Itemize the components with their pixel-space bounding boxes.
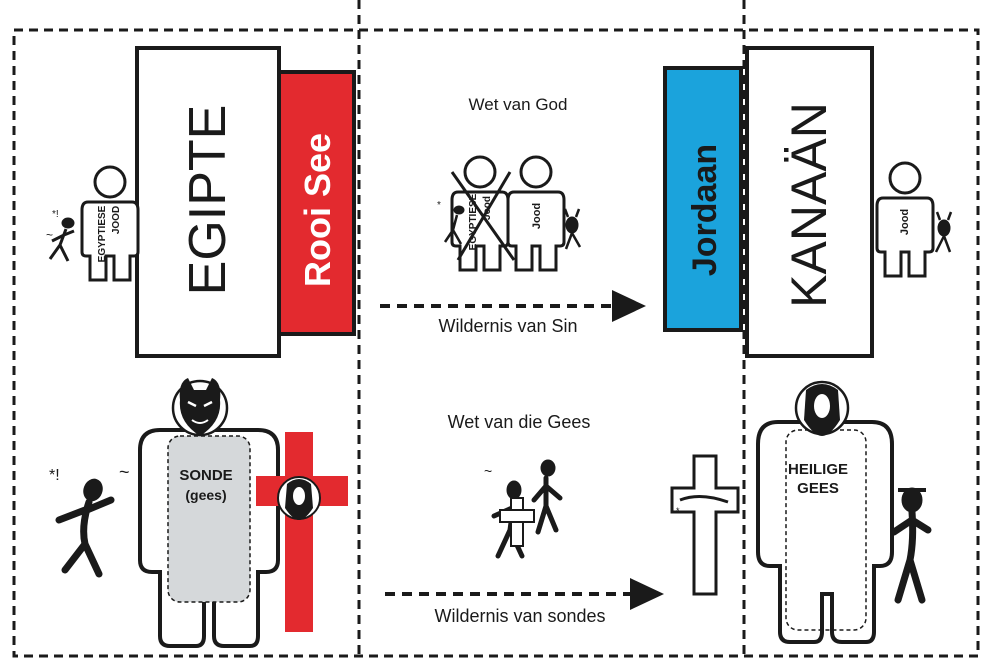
stick-figure-icon: *! ~: [46, 209, 75, 262]
svg-text:*: *: [437, 200, 441, 211]
rooi-see-label: Rooi See: [297, 133, 338, 287]
gees-label: (gees): [185, 487, 226, 503]
egyptiese-jood-figure: EGYPTIESE JOOD: [80, 165, 140, 282]
svg-text:*!: *!: [49, 467, 60, 484]
devil-face-icon: [171, 378, 229, 437]
stick-figure-icon: [531, 459, 563, 535]
egipte-block: EGIPTE: [135, 46, 281, 358]
heilige-gees-figure: HEILIGE GEES: [756, 420, 894, 644]
cross-out-line-2: [456, 171, 512, 261]
arrow-wildernis-van-sin: [380, 290, 646, 322]
jesus-portrait-icon: [794, 380, 850, 436]
jood-middle-label: Jood: [531, 203, 543, 229]
jood-right-figure: Jood: [875, 161, 935, 278]
devil-small-icon: [563, 208, 582, 250]
svg-text:~: ~: [119, 462, 130, 482]
stick-figure-icon: [890, 487, 932, 604]
wet-van-god-label: Wet van God: [469, 95, 568, 114]
region-borders: [12, 0, 980, 658]
jood-right-label: Jood: [899, 209, 911, 235]
small-cross-icon: [499, 497, 535, 547]
rooi-see-block: Rooi See: [277, 70, 356, 336]
svg-text:*: *: [676, 506, 680, 516]
kanaan-block: KANAÄN: [745, 46, 874, 358]
svg-text:~: ~: [46, 228, 53, 242]
jesus-portrait-icon: [277, 476, 321, 520]
egyptiese-label: EGYPTIESE: [97, 205, 108, 262]
egyptiese-crossed-figure: EGYPTIESE Jood: [450, 155, 516, 272]
stick-figure-icon: *! ☆ ~: [49, 447, 130, 578]
svg-text:*!: *!: [52, 209, 59, 220]
heilige-label: HEILIGE: [788, 461, 848, 478]
sonde-figure: SONDE (gees): [138, 428, 280, 648]
heilige-gees-label: GEES: [797, 480, 839, 497]
wildernis-van-sondes-label: Wildernis van sondes: [434, 606, 605, 626]
outline-cross-icon: *: [670, 454, 740, 596]
stick-figure-icon: *: [437, 200, 465, 245]
devil-small-icon: [934, 211, 953, 253]
jood-middle-figure: Jood: [506, 155, 566, 272]
egipte-label: EGIPTE: [179, 105, 237, 296]
jordaan-label: Jordaan: [686, 144, 724, 276]
kanaan-label: KANAÄN: [781, 102, 837, 308]
sonde-label: SONDE: [179, 467, 232, 484]
jordaan-block: Jordaan: [663, 66, 743, 332]
wet-van-die-gees-label: Wet van die Gees: [448, 412, 591, 432]
svg-text:☆: ☆: [95, 447, 109, 464]
wildernis-van-sin-label: Wildernis van Sin: [438, 316, 577, 336]
arrow-wildernis-van-sondes: [385, 578, 664, 610]
jood-label: JOOD: [111, 206, 122, 234]
svg-text:☆: ☆: [504, 449, 517, 465]
svg-text:~: ~: [484, 463, 492, 479]
egyptiese-crossed-label: EGYPTIESE: [468, 193, 479, 250]
